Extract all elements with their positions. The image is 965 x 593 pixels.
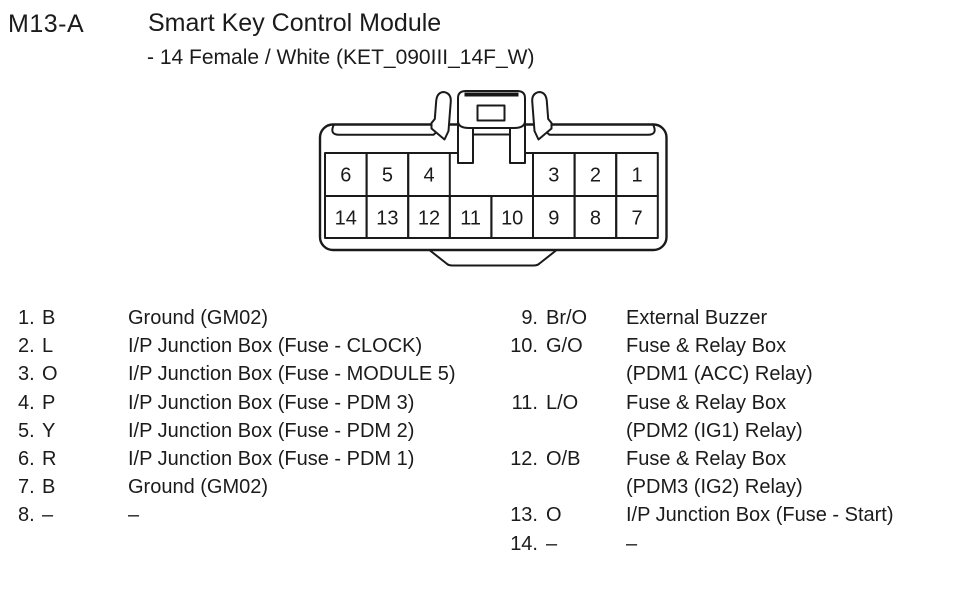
connector-id: M13-A <box>8 10 85 38</box>
pin-row: 3. O I/P Junction Box (Fuse - MODULE 5) <box>18 360 498 388</box>
wire-color-code: B <box>42 307 56 329</box>
pin-number: 8. <box>18 504 35 527</box>
pin-function: I/P Junction Box (Fuse - CLOCK) <box>128 335 423 358</box>
pin-row: 5. Y I/P Junction Box (Fuse - PDM 2) <box>18 417 498 445</box>
pin-function: – <box>626 532 638 555</box>
pin-function: I/P Junction Box (Fuse - PDM 1) <box>128 448 415 471</box>
pin-table-right: 9. Br/O External Buzzer 10. G/O Fuse & Relay … <box>508 304 958 558</box>
pin-number: 11. <box>511 391 538 414</box>
pin-grid <box>324 152 659 239</box>
pin-row: 4. P I/P Junction Box (Fuse - PDM 3) <box>18 389 498 417</box>
pin-number-3: 3 <box>548 165 559 187</box>
wire-color-code: – <box>546 532 558 555</box>
pin-number: 10. <box>510 335 538 358</box>
wire-color-code: Y <box>42 419 56 442</box>
wire-color-code: R <box>42 448 57 471</box>
pin-function: Ground (GM02) <box>128 476 269 499</box>
pin-number-12: 12 <box>418 208 440 230</box>
pin-number: 7. <box>18 476 35 499</box>
pin-row: 6. R I/P Junction Box (Fuse - PDM 1) <box>18 445 498 473</box>
latch-top-bar <box>464 92 519 97</box>
pin-row: 11. L/O Fuse & Relay Box (PDM2 (IG1) Relay… <box>508 389 958 445</box>
wire-color-code: B <box>42 476 56 499</box>
pin-table-left: 1. B Ground (GM02) 2. L I/P Junction Box (Fus… <box>18 304 498 530</box>
pin-function: Ground (GM02) <box>128 307 269 329</box>
pin-function: Fuse & Relay Box (PDM2 (IG1) Relay) <box>626 391 803 442</box>
wire-color-code: O <box>546 504 562 527</box>
pin-number-7: 7 <box>631 208 642 230</box>
pin-number-1: 1 <box>631 165 642 187</box>
pin-number: 2. <box>18 335 35 358</box>
pin-function: External Buzzer <box>626 307 768 329</box>
inner-top-line-right <box>537 124 656 136</box>
pin-number: 1. <box>18 307 35 329</box>
wire-color-code: – <box>42 504 54 527</box>
pin-row: 14.–– <box>508 530 958 558</box>
pin-number-10: 10 <box>501 208 523 230</box>
wire-color-code: L/O <box>546 391 579 414</box>
pin-function: I/P Junction Box (Fuse - PDM 3) <box>128 391 415 414</box>
connector-spec: - 14 Female / White (KET_090III_14F_W) <box>147 46 535 69</box>
pin-row: 2. L I/P Junction Box (Fuse - CLOCK) <box>18 332 498 360</box>
pin-row: 12. O/B Fuse & Relay Box (PDM3 (IG2) Relay… <box>508 445 958 501</box>
pin-row: 13. O I/P Junction Box (Fuse - Start) <box>508 501 958 529</box>
pin-row: 10. G/O Fuse & Relay Box (PDM1 (ACC) Relay… <box>508 332 958 388</box>
module-title: Smart Key Control Module <box>148 9 442 37</box>
latch-prong-right <box>531 91 553 141</box>
pin-row: 8.–– <box>18 501 498 529</box>
pin-row: 9. Br/O External Buzzer <box>508 304 958 332</box>
bottom-notch <box>429 249 557 267</box>
pin-function: I/P Junction Box (Fuse - MODULE 5) <box>128 363 456 386</box>
pin-number-13: 13 <box>376 208 398 230</box>
connector-drawing-svg: 6 5 4 3 2 1 14 13 12 11 10 9 8 7 <box>318 90 668 267</box>
wire-color-code: Br/O <box>546 307 588 329</box>
pin-number-9: 9 <box>548 208 559 230</box>
pin-function: – <box>128 504 140 527</box>
pin-function: Fuse & Relay Box (PDM1 (ACC) Relay) <box>626 335 813 386</box>
pin-number: 6. <box>18 448 35 471</box>
pin-number-4: 4 <box>423 165 434 187</box>
pin-number-11: 11 <box>460 208 481 230</box>
pin-number: 9. <box>521 307 538 329</box>
wire-color-code: P <box>42 391 56 414</box>
wire-color-code: L <box>42 335 54 358</box>
pin-number: 4. <box>18 391 35 414</box>
pin-number-5: 5 <box>382 165 393 187</box>
wire-color-code: O <box>42 363 58 386</box>
pin-number-8: 8 <box>590 208 601 230</box>
pin-number-14: 14 <box>335 208 357 230</box>
pin-number: 3. <box>18 363 35 386</box>
pin-function: I/P Junction Box (Fuse - Start) <box>626 504 894 527</box>
pin-row: 7. B Ground (GM02) <box>18 473 498 501</box>
latch-button <box>476 104 506 122</box>
pin-number: 13. <box>510 504 538 527</box>
latch-prong-left <box>430 91 452 141</box>
connector-diagram: 6 5 4 3 2 1 14 13 12 11 10 9 8 7 <box>318 86 670 268</box>
pin-number: 14. <box>510 532 538 555</box>
pin-number-2: 2 <box>590 165 601 187</box>
pin-function: Fuse & Relay Box (PDM3 (IG2) Relay) <box>626 448 803 499</box>
wire-color-code: O/B <box>546 448 581 471</box>
connector-body-outline <box>318 123 668 252</box>
pin-number: 5. <box>18 419 35 442</box>
pin-number: 12. <box>510 448 538 471</box>
pin-row: 1. B Ground (GM02) <box>18 304 498 332</box>
pin-function: I/P Junction Box (Fuse - PDM 2) <box>128 419 415 442</box>
wire-color-code: G/O <box>546 335 583 358</box>
inner-top-line-left <box>331 124 446 136</box>
pin-number-6: 6 <box>340 165 351 187</box>
